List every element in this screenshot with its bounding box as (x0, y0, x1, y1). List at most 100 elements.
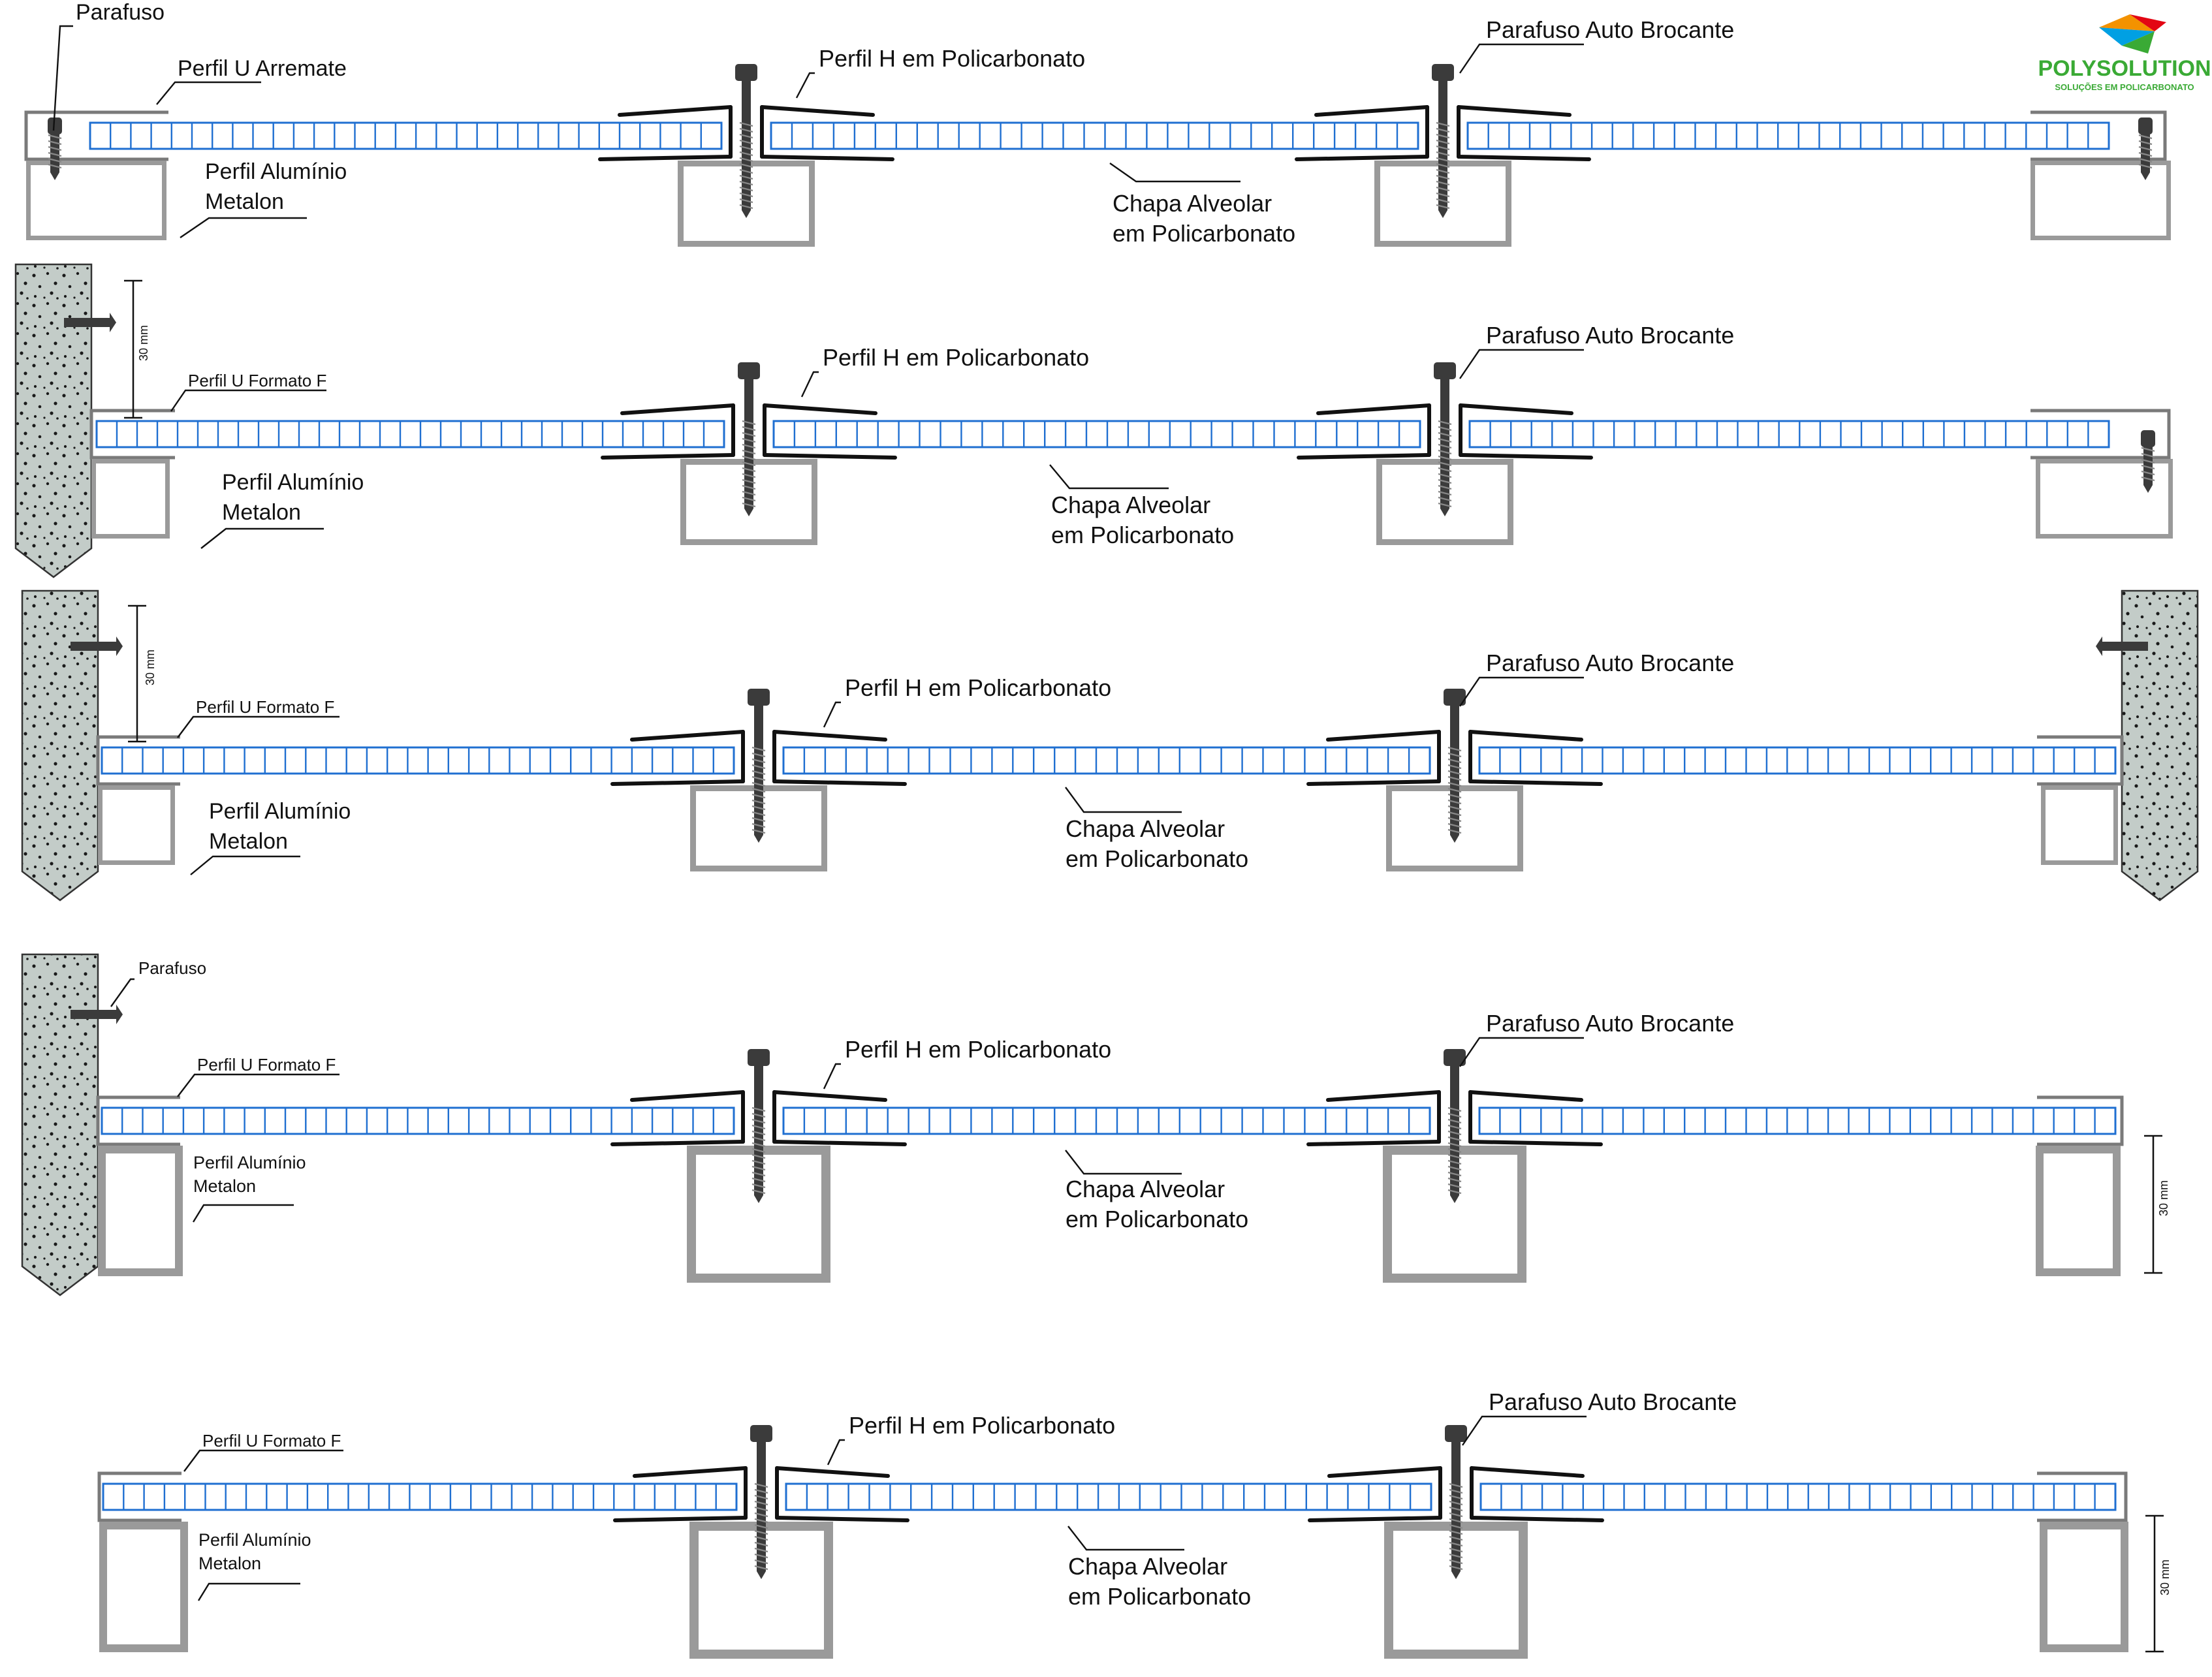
screw-tip (1440, 509, 1449, 516)
aluminium-metalon (2036, 1146, 2121, 1276)
screw-thread (751, 746, 766, 834)
u-profile (2037, 1471, 2128, 1522)
logo-tagline-text: SOLUÇÕES EM POLICARBONATO (2055, 82, 2194, 92)
auto-brocante-leader (1462, 1415, 1587, 1446)
sheet-outline (770, 121, 1419, 150)
u-profile-body (2030, 409, 2171, 460)
screw-head (2138, 118, 2153, 134)
perfil-u-leader (183, 1449, 343, 1472)
screw-shank (744, 378, 753, 509)
concrete-wall (14, 263, 93, 578)
sheet-cells (121, 1108, 714, 1134)
h-bottom-flange-left (613, 1516, 748, 1522)
h-top-flange-left (1327, 1466, 1442, 1478)
sheet-outline (782, 1106, 1431, 1135)
h-top-flange-left (1326, 1090, 1441, 1102)
screw-head (1445, 1425, 1467, 1442)
polycarbonate-sheet (1478, 746, 2117, 775)
aluminio-label-line2: Metalon (222, 500, 301, 525)
chapa-leader (1067, 1526, 1184, 1551)
h-top-flange-right (1470, 1466, 1585, 1478)
wall-screw (71, 636, 123, 656)
screw-head (116, 636, 123, 656)
polycarbonate-sheet (770, 121, 1419, 150)
polycarbonate-sheet (101, 1106, 735, 1135)
perfil-u-leader (177, 1073, 340, 1097)
u-profile-body (2037, 1471, 2128, 1522)
h-profile-polycarbonate (1306, 730, 1603, 786)
metalon-tube (2036, 1146, 2121, 1276)
h-top-flange-left (1326, 730, 1441, 742)
screw-head (116, 1005, 123, 1024)
perfil-h-leader (827, 1439, 845, 1465)
dimension-label: 30 mm (137, 325, 150, 361)
dimension-30mm: 30 mm (124, 279, 150, 419)
chapa-leader (1065, 787, 1182, 813)
auto-brocante-label: Parafuso Auto Brocante (1486, 650, 1734, 676)
perfil-h-label: Perfil H em Policarbonato (823, 344, 1089, 371)
chapa-label-line2: em Policarbonato (1113, 220, 1295, 247)
self-drilling-screw (1444, 689, 1466, 843)
aluminio-leader (200, 527, 324, 549)
self-drilling-screw (738, 362, 760, 516)
sheet-outline (101, 746, 735, 775)
u-profile (24, 110, 168, 161)
aluminium-metalon (91, 459, 170, 539)
screw-tip (757, 1571, 766, 1579)
screw-thread (1447, 746, 1462, 834)
screw-shank (71, 642, 116, 651)
h-bottom-flange-right (1470, 1516, 1604, 1522)
u-profile-body (2037, 1095, 2124, 1146)
screw-shank (1438, 80, 1447, 210)
screw-head (748, 689, 770, 706)
polycarbonate-sheet (1479, 1482, 2117, 1511)
screw-head (2141, 430, 2155, 447)
perfil-h-leader (823, 1063, 841, 1089)
screw-tip (2143, 485, 2153, 493)
auto-brocante-leader (1459, 676, 1584, 707)
parafuso-leader (110, 978, 134, 1007)
polysolution-logo: POLYSOLUTION SOLUÇÕES EM POLICARBONATO (2038, 14, 2211, 92)
screw-tip (742, 210, 751, 218)
aluminio-label-line1: Perfil Alumínio (198, 1530, 311, 1550)
panel-2: Perfil U Formato F Perfil H em Policarbon… (14, 263, 2173, 578)
screw-thread (48, 134, 62, 169)
aluminio-leader (190, 855, 300, 875)
chapa-label-line1: Chapa Alveolar (1051, 492, 1210, 518)
self-drilling-screw (748, 1049, 770, 1203)
u-profile-body (2030, 110, 2167, 161)
sheet-cells (1499, 747, 2096, 774)
h-top-flange-left (630, 1090, 745, 1102)
screw-shank (1440, 378, 1449, 509)
h-bottom-flange-right (1457, 155, 1591, 161)
h-top-flange-right (1459, 403, 1573, 415)
screw-thread (2141, 447, 2155, 482)
polycarbonate-sheet (1466, 121, 2110, 150)
chapa-label-line1: Chapa Alveolar (1066, 815, 1225, 842)
parafuso-leader (52, 25, 73, 131)
auto-brocante-leader (1459, 1037, 1584, 1067)
screw-shank (2102, 642, 2148, 651)
sheet-cells (110, 123, 702, 149)
screw-head (1444, 1049, 1466, 1066)
aluminium-metalon (26, 161, 166, 240)
concrete-wall (2121, 589, 2199, 901)
u-profile (2030, 110, 2167, 161)
h-top-flange-right (1468, 1090, 1583, 1102)
perfil-u-label: Perfil U Formato F (188, 371, 326, 390)
dimension-line (2144, 1135, 2162, 1274)
screw-thread (1438, 420, 1452, 508)
sheet-outline (785, 1482, 1432, 1511)
sheet-outline (772, 420, 1421, 448)
aluminio-label-line1: Perfil Alumínio (193, 1153, 306, 1172)
h-profile-polycarbonate (1308, 1466, 1604, 1522)
h-profile-polycarbonate (598, 105, 894, 161)
h-top-flange-left (1314, 105, 1429, 117)
h-top-flange-right (1457, 105, 1572, 117)
screw-shank (742, 80, 751, 210)
h-bottom-flange-left (1297, 453, 1431, 460)
h-top-flange-right (772, 730, 887, 742)
screw-thread (1449, 1482, 1463, 1571)
sheet-outline (1479, 1482, 2117, 1511)
